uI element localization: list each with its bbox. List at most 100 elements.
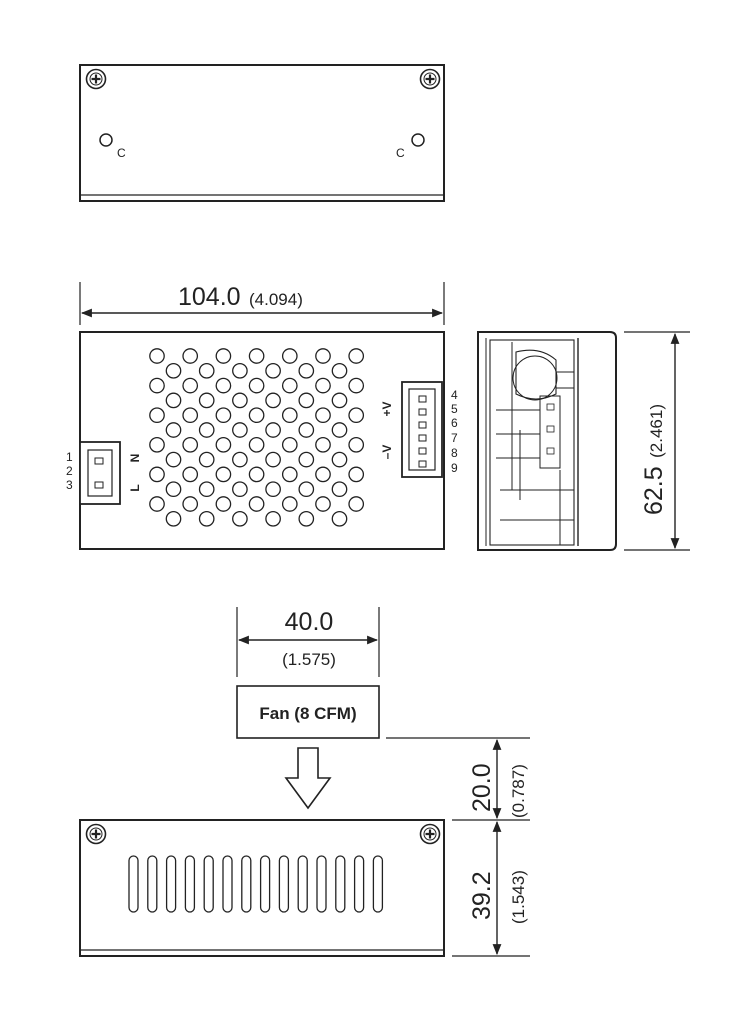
bottom-height-dimension: 39.2 (1.543) — [452, 820, 530, 957]
fan-width-metric: 40.0 — [285, 608, 334, 636]
vent-slot-row — [128, 855, 384, 913]
pin-number: 6 — [451, 416, 458, 430]
vent-hole — [182, 436, 199, 453]
height-dimension: 62.5 (2.461) — [624, 331, 690, 551]
vent-hole — [348, 407, 365, 424]
input-connector — [79, 441, 121, 505]
vent-hole — [331, 451, 348, 468]
fan-label: Fan (8 CFM) — [259, 704, 356, 723]
vent-hole — [331, 422, 348, 438]
negative-output-label: –V — [380, 445, 394, 460]
vent-hole — [265, 481, 281, 498]
vent-hole — [198, 481, 215, 498]
mount-hole — [99, 133, 113, 147]
vent-hole — [265, 392, 281, 409]
vent-hole — [182, 348, 199, 364]
connector-pin — [418, 408, 427, 416]
clearance-dimension: 20.0 (0.787) — [386, 737, 530, 821]
vent-hole — [331, 481, 348, 498]
vent-hole — [149, 348, 165, 364]
connector-pin — [418, 421, 427, 429]
connector-pin — [418, 395, 427, 403]
vent-hole — [149, 436, 165, 453]
vent-hole — [315, 466, 331, 483]
screw-icon — [85, 823, 107, 845]
vent-hole — [348, 436, 365, 453]
vent-slot — [165, 855, 177, 913]
mount-hole — [411, 133, 425, 147]
clearance-inch: (0.787) — [509, 764, 528, 818]
line-label: L — [128, 484, 142, 491]
fan-width-dimension: 40.0 (1.575) — [236, 607, 380, 677]
vent-hole — [281, 348, 298, 364]
vent-hole — [215, 348, 232, 364]
pin-number: 2 — [66, 464, 73, 478]
vent-hole — [149, 466, 165, 483]
height-dimension-label: 62.5 (2.461) — [640, 404, 668, 515]
vent-hole — [232, 362, 248, 379]
vent-hole — [248, 436, 265, 453]
pin-number: 9 — [451, 461, 458, 475]
vent-slot — [241, 855, 252, 913]
vent-hole — [198, 451, 215, 468]
vent-hole — [281, 496, 298, 512]
bottom-height-inch: (1.543) — [509, 870, 528, 924]
vent-slot — [259, 855, 271, 913]
vent-hole — [348, 466, 365, 483]
width-dimension-label: 104.0 (4.094) — [178, 283, 303, 311]
vent-hole — [281, 466, 298, 483]
vent-hole — [198, 392, 215, 409]
width-dimension: 104.0 (4.094) — [79, 282, 445, 325]
mount-hole-label: C — [117, 146, 126, 160]
vent-hole — [265, 451, 281, 468]
vent-slot — [222, 855, 233, 913]
vent-hole — [298, 510, 315, 527]
vent-hole — [315, 496, 331, 512]
vent-slot — [297, 855, 308, 913]
pin-number: 8 — [451, 446, 458, 460]
vent-hole — [232, 392, 248, 409]
vent-slot — [184, 855, 196, 913]
connector-pin — [418, 447, 427, 455]
pin-number: 4 — [451, 388, 458, 402]
vent-hole — [215, 496, 232, 512]
vent-hole — [165, 451, 182, 468]
screw-icon — [419, 68, 441, 90]
vent-hole — [232, 510, 248, 527]
vent-hole — [281, 407, 298, 424]
top-view: C C — [79, 64, 445, 202]
vent-hole — [165, 392, 182, 409]
vent-hole — [248, 377, 265, 394]
down-arrow-outline-icon — [284, 747, 332, 810]
vent-hole — [265, 510, 281, 527]
pin-number: 5 — [451, 402, 458, 416]
pin-number: 1 — [66, 450, 73, 464]
vent-hole — [165, 481, 182, 498]
bottom-height-metric: 39.2 — [468, 871, 496, 920]
vent-hole — [298, 481, 315, 498]
vent-hole — [232, 481, 248, 498]
vent-hole — [215, 466, 232, 483]
vent-hole — [281, 436, 298, 453]
vent-slot — [372, 855, 384, 913]
vent-hole — [198, 510, 215, 527]
vent-slot — [147, 855, 158, 913]
vent-hole — [331, 392, 348, 409]
vent-hole — [215, 436, 232, 453]
screw-icon — [419, 823, 441, 845]
pin-number: 3 — [66, 478, 73, 492]
vent-slot — [316, 855, 327, 913]
vent-hole — [281, 377, 298, 394]
vent-slot — [128, 855, 139, 913]
connector-pin — [418, 460, 427, 468]
vent-hole — [232, 451, 248, 468]
vent-slot — [203, 855, 214, 913]
vent-hole — [165, 362, 182, 379]
output-connector — [401, 381, 443, 478]
vent-hole — [265, 422, 281, 438]
vent-hole — [298, 422, 315, 438]
vent-hole — [315, 348, 331, 364]
vent-hole — [315, 407, 331, 424]
vent-hole — [215, 407, 232, 424]
